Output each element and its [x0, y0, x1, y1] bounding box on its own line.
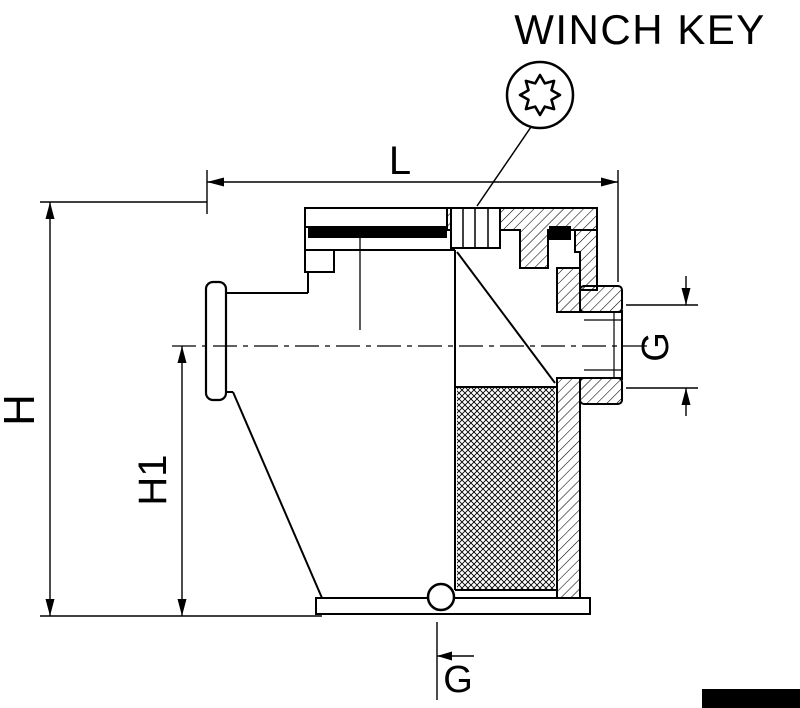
body-outline	[226, 227, 557, 599]
dimension-L: L	[206, 139, 619, 282]
label-H: H	[0, 394, 44, 426]
centerlines	[172, 230, 648, 347]
arrowhead	[45, 599, 55, 616]
winch-key-title: WINCH KEY	[514, 6, 766, 53]
arrowhead	[45, 202, 55, 219]
inlet-port	[204, 280, 228, 402]
right-wall-lower	[556, 377, 581, 599]
outlet-flange-top	[579, 285, 623, 313]
label-G-outlet: G	[635, 332, 677, 362]
leader-line	[476, 126, 532, 207]
arrowhead	[601, 177, 618, 187]
label-G-drain: G	[443, 659, 473, 701]
arrowhead	[177, 346, 187, 363]
lid-left-plate	[304, 207, 448, 228]
lid-seals	[308, 226, 571, 240]
filter-mesh	[457, 387, 555, 590]
arrowhead	[437, 651, 452, 661]
dimension-G-outlet: G	[626, 276, 698, 416]
inlet-flange	[204, 280, 228, 402]
arrowhead	[681, 288, 691, 305]
winch-key-circle	[505, 60, 575, 130]
thread-lines	[584, 313, 622, 377]
right-wall-upper	[556, 267, 581, 313]
left-wall-slant	[232, 391, 323, 599]
outlet-flange-bottom	[579, 377, 623, 405]
outlet-bore	[557, 310, 623, 380]
dimension-H1: H1	[131, 346, 187, 616]
dimension-H: H	[0, 201, 322, 617]
seal-right	[549, 226, 571, 240]
inner-diagonal	[456, 251, 556, 384]
lid-parts	[304, 207, 501, 273]
bottom-plate	[315, 597, 591, 615]
label-H1: H1	[131, 454, 175, 505]
arrowhead	[207, 177, 224, 187]
winch-key-callout: WINCH KEY	[476, 6, 766, 207]
dimension-G-drain: G	[436, 622, 474, 701]
lid-clamp-lug	[304, 249, 335, 273]
seal-left	[308, 227, 447, 238]
label-L: L	[389, 139, 411, 183]
winch-key-star-icon	[518, 73, 562, 117]
arrowhead	[177, 599, 187, 616]
arrowhead	[681, 388, 691, 405]
corner-mark	[702, 689, 800, 708]
winch-key-slot-ribs	[462, 208, 489, 248]
drain-plug	[426, 582, 456, 612]
